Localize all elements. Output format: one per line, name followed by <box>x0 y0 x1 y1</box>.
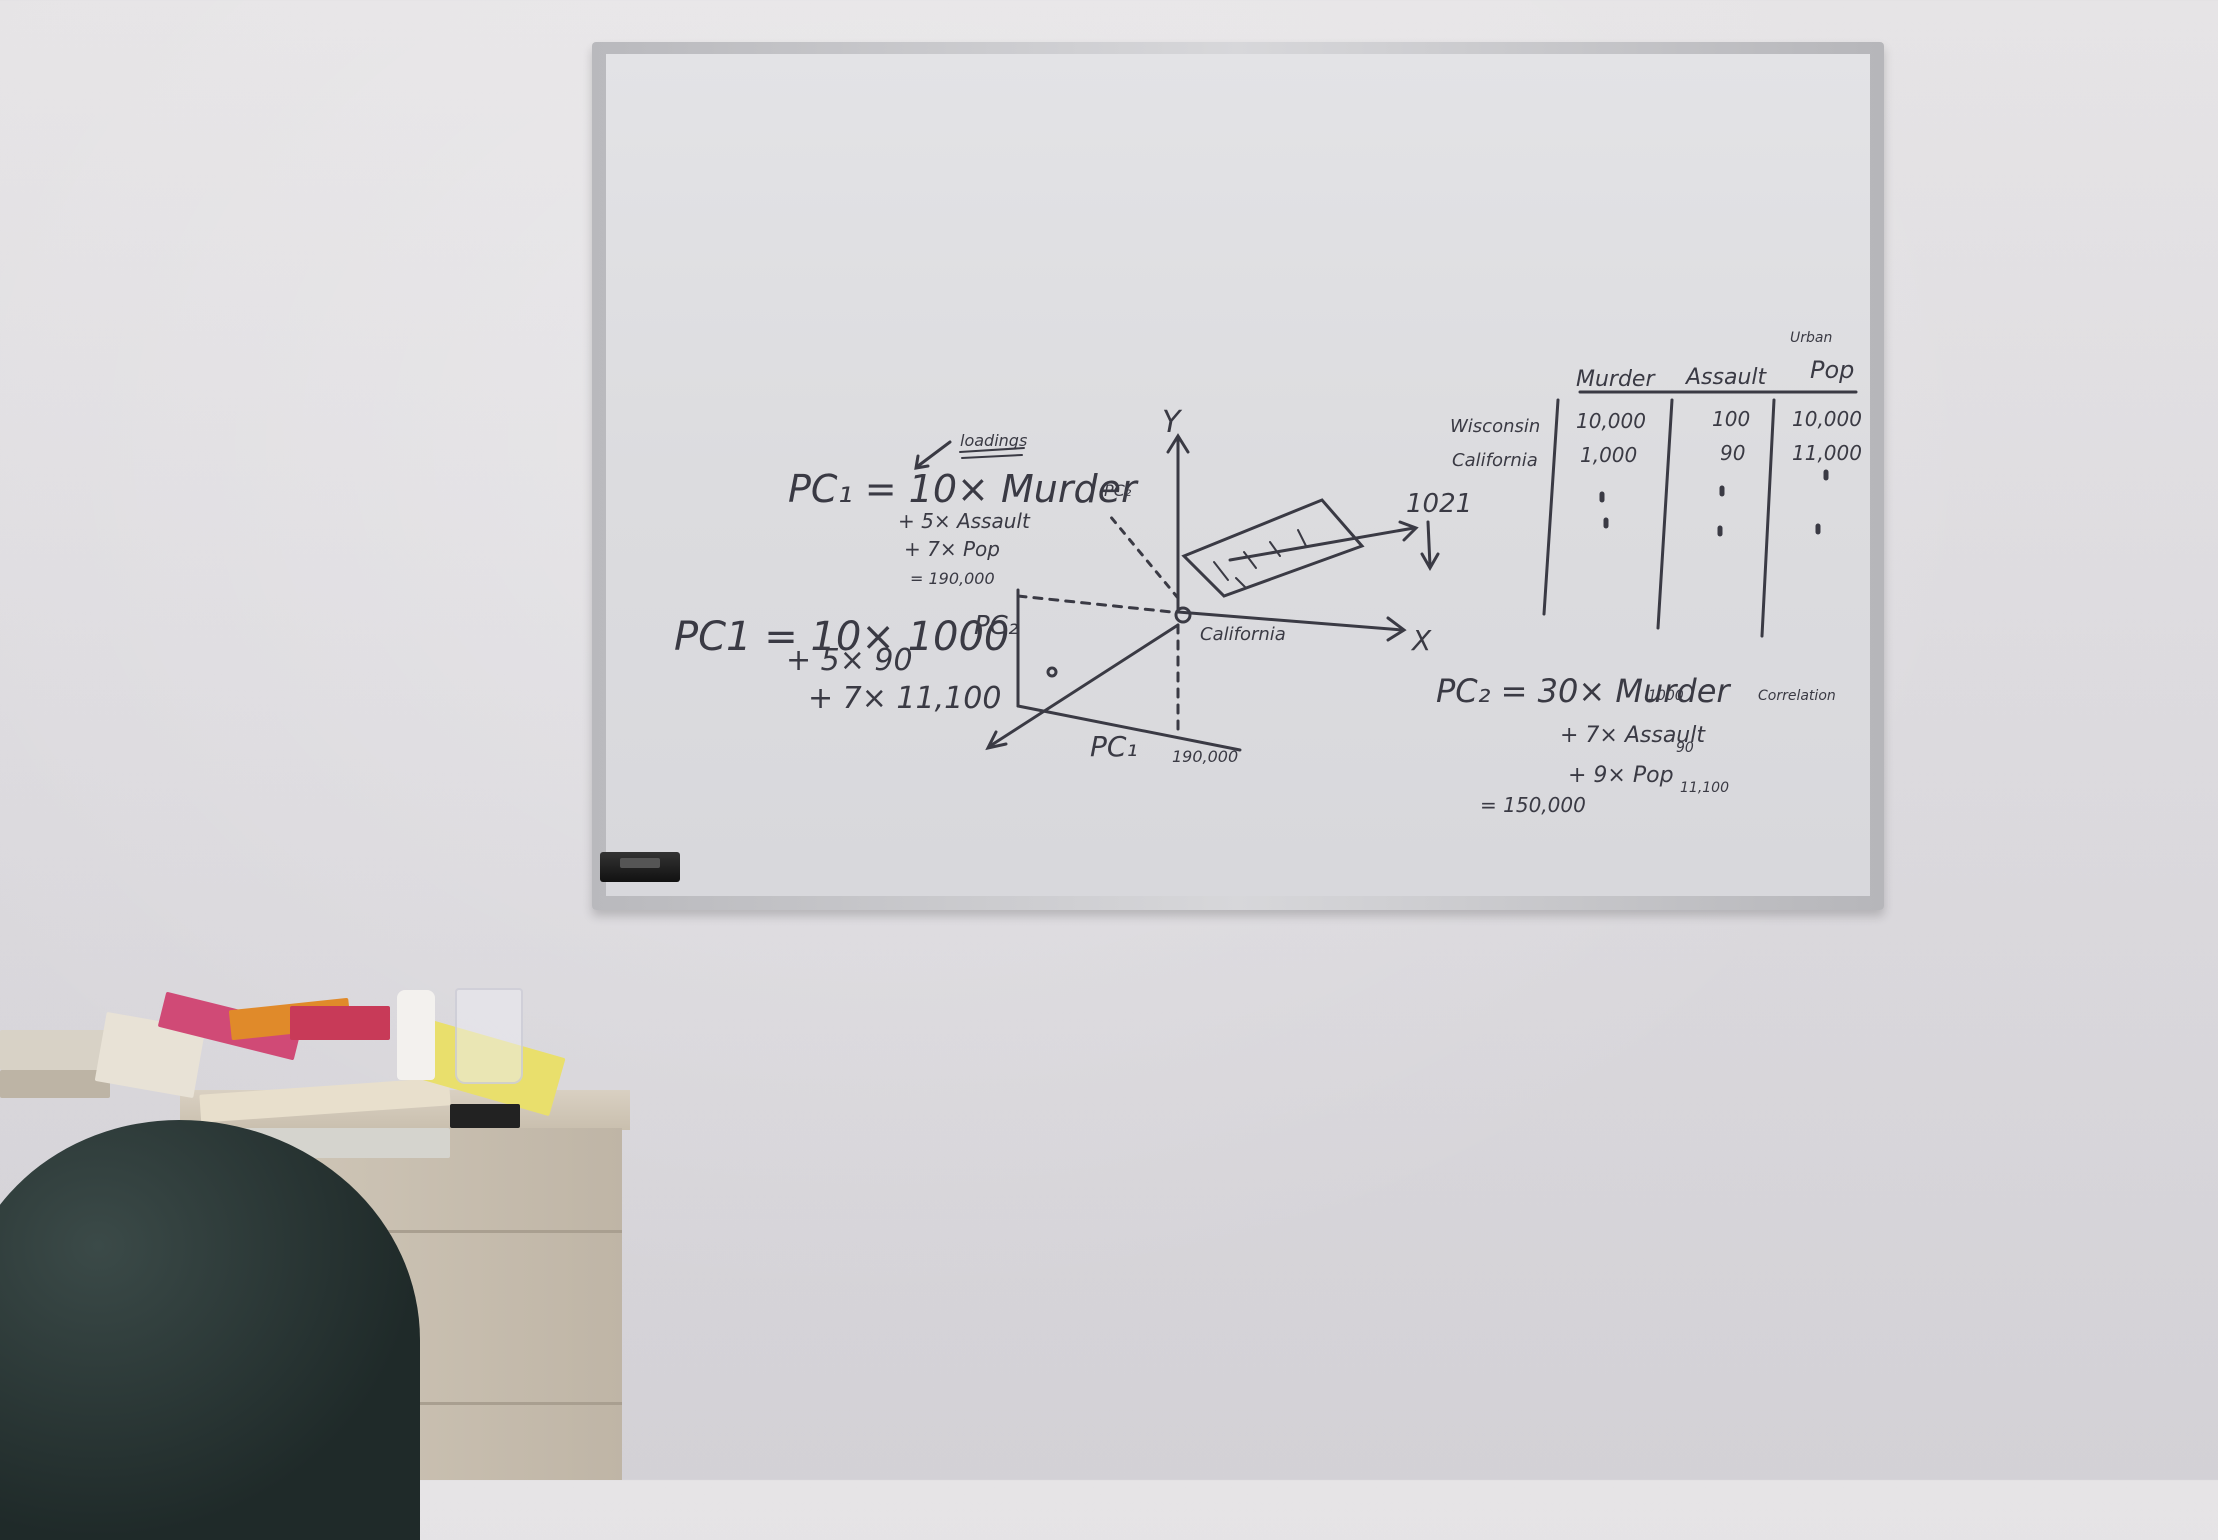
z-axis-arrow <box>985 730 1008 751</box>
table-top-note: Urban <box>1790 330 1832 346</box>
table-header-assault: Assault <box>1684 365 1768 390</box>
x-axis-arrow <box>1386 616 1407 642</box>
book <box>290 1006 390 1040</box>
loadings-arrow <box>916 440 952 468</box>
pc1-axis-line <box>1016 704 1242 752</box>
x-axis-line <box>1176 610 1404 632</box>
table-row-state: California <box>1452 450 1538 471</box>
dashed-pc2-arrow <box>1108 514 1180 600</box>
pc1-expanded-line-2: + 5× 90 <box>786 643 913 678</box>
table-cell: 100 <box>1712 407 1750 431</box>
pc2-superscript-1: 1000 <box>1648 688 1684 704</box>
arrow-to-1021 <box>1228 526 1416 562</box>
bottle <box>397 990 435 1080</box>
table-cell: 90 <box>1720 441 1745 465</box>
table-col-line-2 <box>1656 398 1674 630</box>
book-stack <box>0 1030 115 1070</box>
pc2-formula-line-2: + 7× Assault <box>1560 723 1706 748</box>
table-header-murder: Murder <box>1576 367 1656 392</box>
pc1-formula-line-4: = 190,000 <box>910 569 995 588</box>
loadings-note: loadings <box>960 431 1027 450</box>
pc1-expanded-line-1: PC1 = 10× 1000 <box>674 614 1009 660</box>
y-axis-label: Y <box>1162 405 1183 440</box>
pc1-formula-line-1: PC₁ = 10× Murder <box>788 467 1139 511</box>
pc1-formula-line-2: + 5× Assault <box>898 509 1031 533</box>
pc1-formula-line-3: + 7× Pop <box>904 537 1000 561</box>
table-cell: 10,000 <box>1576 409 1646 433</box>
origin-point <box>1174 606 1192 624</box>
pc1-value-label: 190,000 <box>1172 747 1238 766</box>
dashed-line-1 <box>1016 594 1174 614</box>
table-cell: 10,000 <box>1792 407 1862 431</box>
chair-back <box>0 1120 420 1540</box>
z-axis-line <box>988 623 1180 748</box>
data-point <box>1046 666 1058 678</box>
pc2-formula-line-3: + 9× Pop <box>1568 763 1674 788</box>
pc1-axis-label: PC₁ <box>1090 730 1138 763</box>
cup <box>455 988 523 1084</box>
pc2-superscript-2: 90 <box>1676 740 1694 756</box>
table-row-state: Wisconsin <box>1450 416 1540 437</box>
california-label: California <box>1200 624 1286 645</box>
point-1021-label: 1021 <box>1406 489 1472 519</box>
x-axis-label: X <box>1410 624 1432 657</box>
y-axis-arrow <box>1166 433 1190 454</box>
table-col-line-3 <box>1760 398 1776 638</box>
pc2-small-label: PC₂ <box>1104 481 1132 500</box>
table-col-line-1 <box>1542 398 1560 616</box>
whiteboard <box>606 54 1870 896</box>
desk-drawer <box>270 1402 622 1405</box>
book-stack <box>0 1070 110 1098</box>
whiteboard-ink: PC₁ = 10× Murder + 5× Assault + 7× Pop =… <box>674 330 1862 817</box>
table-cell: 1,000 <box>1580 443 1637 467</box>
pc2-axis-label: PC₂ <box>974 611 1018 641</box>
pc2-superscript-3: 11,100 <box>1680 780 1729 796</box>
table-cell: 11,000 <box>1792 441 1862 465</box>
pc2-formula-line-1: PC₂ = 30× Murder <box>1436 672 1731 710</box>
arrow-down-1021 <box>1426 520 1432 568</box>
desk-drawer <box>270 1230 622 1233</box>
pc2-formula-line-4: = 150,000 <box>1480 793 1586 817</box>
plane-sketch <box>1181 498 1365 598</box>
marker <box>450 1104 520 1128</box>
eraser-felt <box>620 858 660 868</box>
side-note: Correlation <box>1758 688 1836 704</box>
pc1-expanded-line-3: + 7× 11,100 <box>808 681 1001 716</box>
table-header-pop: Pop <box>1810 356 1854 384</box>
